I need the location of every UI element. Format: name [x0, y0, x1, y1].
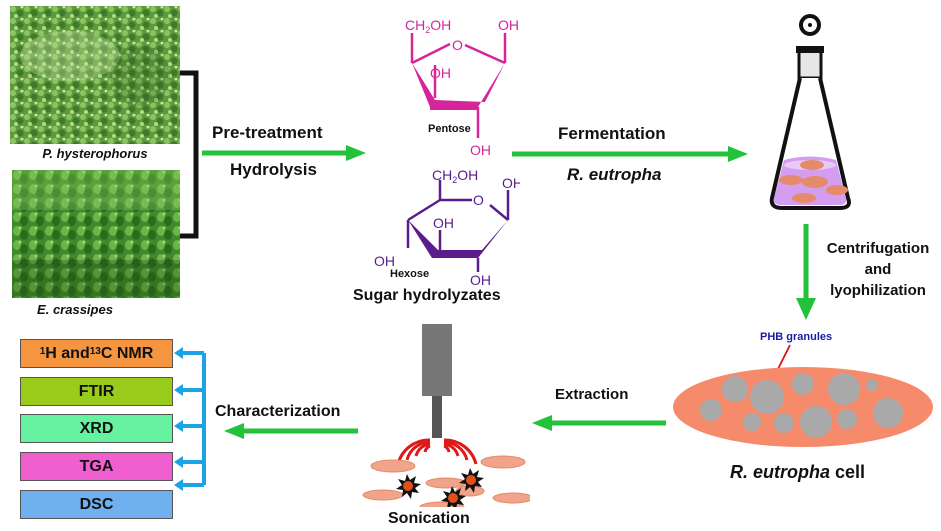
fermentation-arrow: [512, 146, 748, 162]
characterization-label: Characterization: [215, 403, 341, 420]
pentose-oh-bottom: OH: [470, 142, 491, 158]
nmr-text-a: H and: [45, 344, 90, 362]
hydrolysis-label: Hydrolysis: [230, 160, 317, 179]
disrupted-cells: [362, 455, 530, 507]
burst-icons: [396, 468, 484, 507]
hexose-label: Hexose: [390, 268, 429, 280]
hexose-oh-mid: OH: [433, 215, 454, 231]
centrifugation-label: Centrifugation and lyophilization: [814, 238, 941, 301]
phb-granules-label: PHB granules: [760, 331, 832, 343]
hexose-oh-left: OH: [374, 253, 395, 269]
method-tga: TGA: [20, 452, 173, 481]
r-eutropha-cell: PHB granules: [673, 331, 933, 447]
hexose-structure: CH2OH O OH OH OH OH Hexose: [374, 167, 520, 288]
flask-icon: [769, 14, 851, 210]
sonicator-illustration: [362, 324, 530, 507]
e-crassipes-caption: E. crassipes: [37, 302, 113, 317]
sound-waves: [396, 438, 478, 465]
method-ftir: FTIR: [20, 377, 173, 406]
extraction-label: Extraction: [555, 386, 629, 403]
centrifugation-arrow: [796, 224, 816, 320]
cell-caption-rest: cell: [830, 462, 866, 482]
feedstock-bracket: [180, 70, 199, 239]
fermentation-organism-label: R. eutropha: [567, 165, 662, 184]
cell-caption-italic: R. eutropha: [730, 462, 831, 482]
hexose-ring-oxygen: O: [473, 192, 484, 208]
characterization-arrow: [224, 423, 358, 439]
e-crassipes-photo: [12, 170, 180, 298]
fermentation-label: Fermentation: [558, 124, 666, 143]
p-hysterophorus-caption: P. hysterophorus: [42, 146, 148, 161]
pentose-ch2oh: CH2OH: [405, 17, 451, 35]
pentose-oh-top: OH: [498, 17, 519, 33]
pentose-label: Pentose: [428, 123, 471, 135]
pentose-ring-oxygen: O: [452, 37, 463, 53]
pretreatment-label: Pre-treatment: [212, 123, 323, 142]
method-dsc: DSC: [20, 490, 173, 519]
centrifugation-line1: Centrifugation: [826, 240, 930, 257]
hexose-oh-top: OH: [502, 175, 520, 191]
extraction-arrow: [532, 415, 666, 431]
pentose-structure: CH2OH OH O OH OH Pentose: [405, 17, 519, 158]
nmr-text-b: C NMR: [100, 344, 154, 362]
sonicator-probe: [432, 396, 442, 438]
p-hysterophorus-photo: [10, 6, 180, 144]
methods-bracket: [174, 347, 206, 491]
hexose-oh-bottom: OH: [470, 272, 491, 288]
method-xrd: XRD: [20, 414, 173, 443]
hexose-ch2oh: CH2OH: [432, 167, 478, 185]
pentose-oh-mid: OH: [430, 65, 451, 81]
centrifugation-line3: lyophilization: [830, 282, 926, 299]
phb-granules: [700, 373, 903, 438]
cell-caption: R. eutropha cell: [730, 462, 865, 483]
nmr-sup-13: 13: [89, 346, 101, 357]
sonication-label: Sonication: [388, 510, 470, 527]
sonicator-body: [422, 324, 452, 396]
sugar-hydrolyzates-caption: Sugar hydrolyzates: [353, 287, 501, 304]
nmr-sup-1: 1: [39, 346, 46, 357]
pretreatment-arrow: [202, 145, 366, 161]
centrifugation-line2: and: [864, 261, 892, 278]
